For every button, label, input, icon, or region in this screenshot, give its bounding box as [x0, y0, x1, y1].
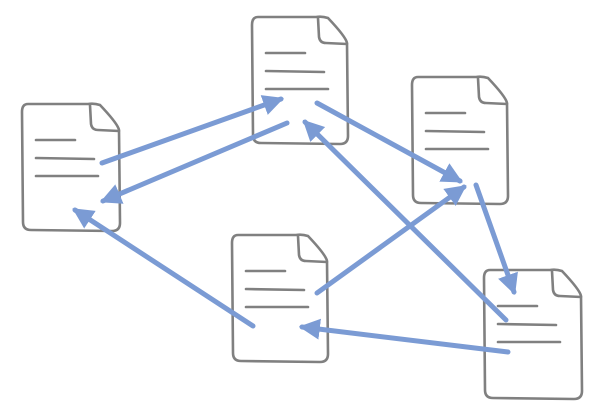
arrow-doc-top-to-doc-left [100, 120, 290, 204]
document-outline [482, 268, 584, 401]
documents-layer [20, 15, 584, 401]
links-layer [72, 95, 518, 355]
document-fold [476, 76, 509, 106]
doc-top-icon [250, 15, 350, 146]
document-outline [230, 233, 330, 364]
arrow-doc-right-to-doc-bottom-right [473, 182, 518, 295]
document-fold [88, 103, 121, 133]
arrow-doc-middle-to-doc-left [72, 207, 256, 329]
doc-left-icon [20, 102, 122, 233]
doc-right-icon [410, 75, 510, 206]
document-text-line [244, 287, 306, 292]
document-fold [550, 269, 583, 299]
arrow-doc-top-to-doc-right [314, 100, 463, 184]
document-text-line [264, 69, 326, 74]
doc-bottom-right-icon [482, 268, 584, 401]
document-outline [20, 102, 122, 233]
arrow-doc-left-to-doc-top [99, 95, 284, 166]
document-text-line [496, 322, 558, 327]
document-fold [316, 16, 349, 46]
arrow-doc-bottom-right-to-doc-top [302, 119, 509, 323]
document-text-line [34, 156, 96, 161]
arrow-doc-middle-to-doc-right [314, 184, 467, 296]
doc-middle-icon [230, 233, 330, 364]
document-outline [410, 75, 510, 206]
document-text-line [424, 129, 486, 134]
document-fold [296, 234, 329, 264]
arrow-doc-bottom-right-to-doc-middle [298, 318, 511, 355]
document-outline [250, 15, 350, 146]
